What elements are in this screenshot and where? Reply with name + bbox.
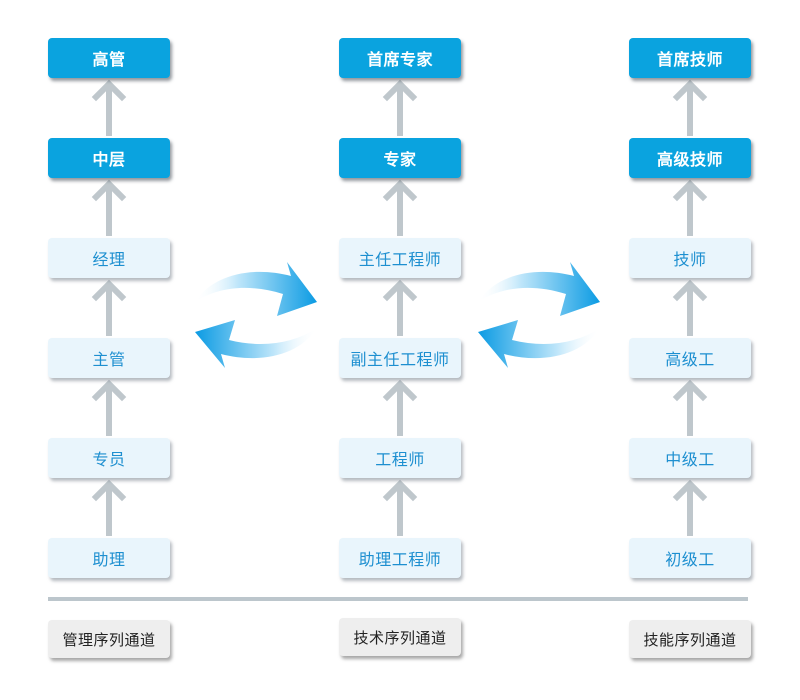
level-box-mgmt-4: 主管 — [48, 338, 170, 378]
up-arrow-icon — [91, 279, 127, 336]
up-arrow-icon — [672, 279, 708, 336]
cycle-arrows-icon — [478, 262, 600, 368]
cycle-arrow-right — [478, 262, 600, 316]
up-arrow-icon — [91, 79, 127, 136]
cycle-arrows-icon — [195, 262, 317, 368]
baseline-divider — [48, 597, 748, 601]
up-arrow-icon — [382, 179, 418, 236]
up-arrow-icon — [382, 79, 418, 136]
level-box-skill-1: 首席技师 — [629, 38, 751, 78]
level-box-tech-5: 工程师 — [339, 438, 461, 478]
level-box-tech-3: 主任工程师 — [339, 238, 461, 278]
level-box-mgmt-2: 中层 — [48, 138, 170, 178]
track-label-technical: 技术序列通道 — [339, 618, 461, 656]
up-arrow-icon — [91, 479, 127, 536]
level-box-skill-4: 高级工 — [629, 338, 751, 378]
level-box-mgmt-1: 高管 — [48, 38, 170, 78]
track-label-management: 管理序列通道 — [48, 620, 170, 658]
level-box-skill-5: 中级工 — [629, 438, 751, 478]
up-arrow-icon — [672, 379, 708, 436]
cycle-arrow-right — [195, 262, 317, 316]
level-box-mgmt-6: 助理 — [48, 538, 170, 578]
up-arrow-icon — [382, 279, 418, 336]
level-box-tech-1: 首席专家 — [339, 38, 461, 78]
level-box-skill-2: 高级技师 — [629, 138, 751, 178]
up-arrow-icon — [672, 179, 708, 236]
level-box-skill-3: 技师 — [629, 238, 751, 278]
up-arrow-icon — [382, 479, 418, 536]
level-box-mgmt-3: 经理 — [48, 238, 170, 278]
level-box-skill-6: 初级工 — [629, 538, 751, 578]
up-arrow-icon — [672, 479, 708, 536]
cycle-arrow-left — [195, 320, 317, 368]
up-arrow-icon — [672, 79, 708, 136]
up-arrow-icon — [382, 379, 418, 436]
track-label-skills: 技能序列通道 — [629, 620, 751, 658]
level-box-tech-4: 副主任工程师 — [339, 338, 461, 378]
up-arrow-icon — [91, 179, 127, 236]
cycle-arrow-left — [478, 320, 600, 368]
up-arrow-icon — [91, 379, 127, 436]
level-box-mgmt-5: 专员 — [48, 438, 170, 478]
level-box-tech-6: 助理工程师 — [339, 538, 461, 578]
level-box-tech-2: 专家 — [339, 138, 461, 178]
